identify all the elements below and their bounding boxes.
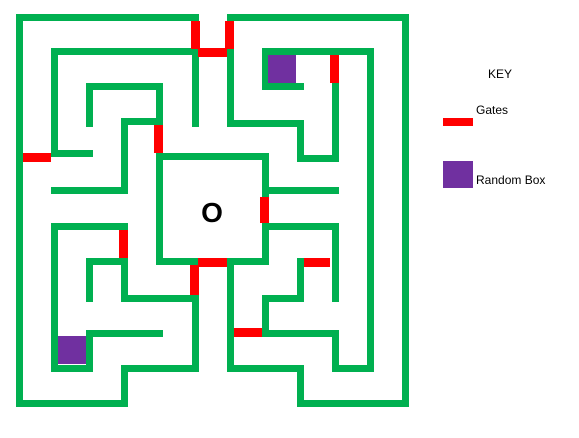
maze-wall-52	[121, 295, 199, 302]
maze-wall-21	[332, 83, 339, 162]
maze-wall-4	[121, 365, 128, 407]
maze-wall-2	[16, 14, 23, 407]
maze-gate-12	[234, 328, 262, 337]
maze-wall-46	[51, 223, 128, 230]
maze-wall-42	[262, 223, 269, 265]
maze-wall-22	[262, 48, 374, 55]
maze-gate-4	[330, 55, 339, 83]
maze-gate-10	[198, 258, 227, 267]
legend-random-box-swatch	[443, 161, 473, 188]
maze-wall-45	[332, 223, 339, 302]
maze-gate-8	[119, 230, 128, 258]
maze-random-boxes	[58, 55, 296, 364]
maze-wall-38	[156, 153, 269, 160]
maze-wall-30	[262, 295, 304, 302]
maze-wall-51	[121, 258, 128, 302]
maze-wall-40	[262, 153, 269, 197]
maze-wall-25	[367, 48, 374, 372]
maze-wall-53	[86, 330, 163, 337]
maze-wall-10	[297, 365, 304, 407]
maze-wall-32	[86, 83, 163, 90]
maze-wall-1	[16, 14, 199, 21]
maze-center-label: O	[201, 197, 223, 228]
maze-wall-24	[262, 83, 304, 90]
maze-gate-2	[225, 21, 234, 49]
maze-wall-49	[86, 258, 93, 302]
maze-wall-26	[332, 365, 374, 372]
maze-gates	[23, 21, 339, 337]
maze-wall-50	[86, 258, 128, 265]
maze-wall-20	[297, 155, 339, 162]
maze-wall-41	[262, 187, 339, 194]
maze-wall-8	[402, 14, 409, 407]
maze-wall-44	[262, 223, 339, 230]
legend-title: KEY	[487, 67, 512, 81]
maze-wall-15	[192, 48, 199, 127]
maze-wall-36	[121, 118, 128, 194]
maze-gate-6	[154, 125, 163, 153]
maze-wall-16	[51, 150, 93, 157]
maze-wall-5	[121, 365, 199, 372]
maze-wall-27	[332, 330, 339, 372]
maze-wall-28	[262, 330, 339, 337]
maze-wall-7	[227, 14, 409, 21]
maze-wall-14	[51, 48, 199, 55]
maze-wall-48	[51, 365, 93, 372]
maze-wall-23	[262, 48, 269, 90]
maze-wall-17	[227, 48, 234, 127]
maze-gate-7	[260, 197, 269, 223]
maze-wall-39	[156, 153, 163, 265]
legend-gate-swatch	[443, 118, 473, 126]
maze-gate-1	[191, 21, 200, 49]
maze-wall-19	[297, 120, 304, 162]
maze-wall-54	[86, 330, 93, 372]
maze-wall-18	[227, 120, 304, 127]
maze-wall-34	[156, 83, 163, 127]
maze-wall-13	[51, 48, 58, 157]
maze-wall-47	[51, 223, 58, 372]
maze-walls	[16, 14, 409, 407]
legend-gates-label: Gates	[476, 103, 509, 117]
maze-wall-9	[297, 400, 409, 407]
maze-gate-11	[304, 258, 330, 267]
maze-gate-9	[190, 265, 199, 295]
maze-wall-3	[16, 400, 128, 407]
maze-wall-12	[227, 258, 234, 372]
maze-wall-37	[51, 187, 128, 194]
maze-wall-31	[297, 258, 304, 302]
maze-gate-3	[198, 48, 227, 57]
maze-gate-5	[23, 153, 51, 162]
legend-random-box-label: Random Box	[476, 173, 546, 187]
maze-wall-35	[121, 118, 163, 125]
maze-wall-11	[227, 365, 304, 372]
maze-wall-33	[86, 83, 93, 127]
maze-wall-29	[262, 295, 269, 337]
maze-wall-6	[192, 295, 199, 372]
maze-random-box-1	[268, 55, 296, 83]
maze-random-box-2	[58, 336, 86, 364]
